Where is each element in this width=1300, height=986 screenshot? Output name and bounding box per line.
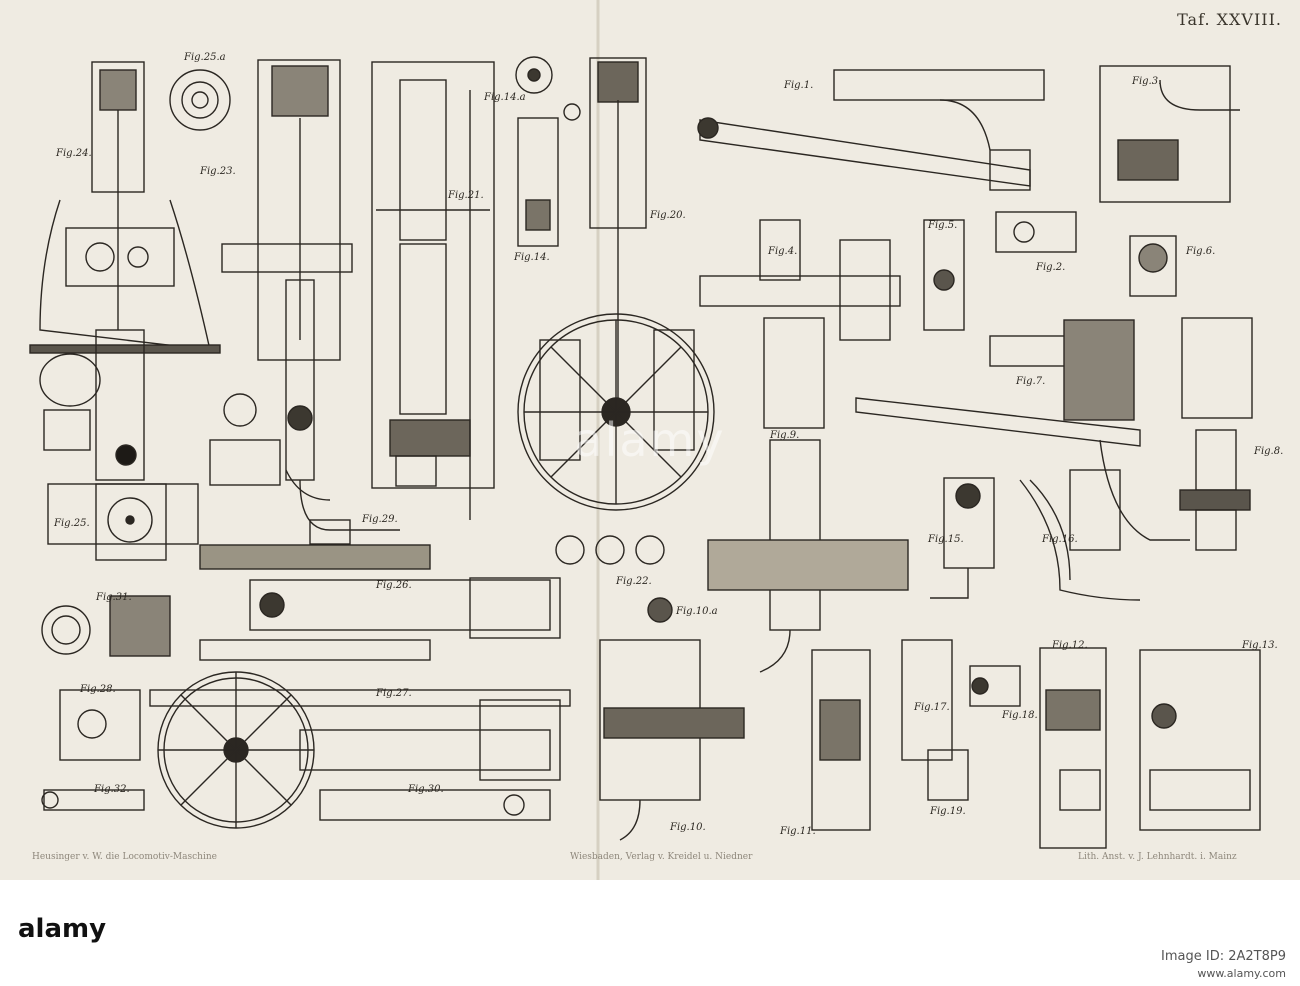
fig-17-label: Fig.17. (914, 702, 950, 713)
plate-number: Taf. XXVIII. (1177, 10, 1282, 29)
fig-1-drawing (697, 69, 1045, 191)
fig-7-label: Fig.7. (1016, 376, 1046, 387)
fig-10a-label: Fig.10.a (676, 606, 718, 617)
fig-9-drawing (707, 317, 909, 673)
fig-8-label: Fig.8. (1254, 446, 1284, 457)
fig-2-label: Fig.2. (1036, 262, 1066, 273)
fig-5-label: Fig.5. (928, 220, 958, 231)
fig-32-drawing (41, 789, 145, 811)
fig-19-label: Fig.19. (930, 806, 966, 817)
fig-23-label: Fig.23. (200, 166, 236, 177)
fig-14-label: Fig.14. (514, 252, 550, 263)
fig-20-drawing (517, 57, 715, 511)
fig-22-drawing (555, 535, 665, 565)
fig-31-drawing (41, 595, 171, 657)
fig-3-label: Fig.3. (1132, 76, 1162, 87)
footer-lithographer: Lith. Anst. v. J. Lehnhardt. i. Mainz (1078, 852, 1237, 862)
fig-27-label: Fig.27. (376, 688, 412, 699)
footer-publisher: Wiesbaden, Verlag v. Kreidel u. Niedner (570, 852, 753, 862)
fig-16-label: Fig.16. (1042, 534, 1078, 545)
fig-26-drawing (199, 544, 561, 661)
fig-29-label: Fig.29. (362, 514, 398, 525)
fig-1-label: Fig.1. (784, 80, 814, 91)
fig-25a-label: Fig.25.a (184, 52, 226, 63)
footer-author: Heusinger v. W. die Locomotiv-Maschine (32, 852, 217, 862)
fig-3-drawing (1099, 65, 1240, 203)
fig-25-drawing (47, 483, 199, 561)
fig-2-drawing (995, 211, 1077, 253)
fig-10-label: Fig.10. (670, 822, 706, 833)
engraved-plate: Taf. XXVIII. Fig.1. Fig.2. Fig.3. Fig.4.… (29, 0, 1284, 880)
fig-28-label: Fig.28. (80, 684, 116, 695)
fig-24-drawing (29, 61, 221, 481)
fig-14a-label: Fig.14.a (484, 92, 526, 103)
fig-15-drawing (930, 477, 995, 599)
fig-14-drawing (515, 56, 581, 247)
fig-4-drawing (699, 219, 901, 341)
fig-24-label: Fig.24. (56, 148, 92, 159)
fig-16-drawing (1019, 469, 1141, 601)
fig-15-label: Fig.15. (928, 534, 964, 545)
stock-footer-strip: alamy Image ID: 2A2T8P9 www.alamy.com (0, 880, 1300, 986)
fig-31-label: Fig.31. (96, 592, 132, 603)
plate-drawings (29, 0, 1261, 880)
fig-21-label: Fig.21. (448, 190, 484, 201)
fig-21-drawing (371, 61, 495, 520)
fig-30-drawing (319, 789, 551, 821)
fig-20-label: Fig.20. (650, 210, 686, 221)
fig-9-label: Fig.9. (770, 430, 800, 441)
fig-29-drawing (299, 479, 400, 545)
fig-25a-drawing (169, 69, 231, 131)
fig-8-drawing (1179, 317, 1253, 551)
fig-12-label: Fig.12. (1052, 640, 1088, 651)
stock-url[interactable]: www.alamy.com (1197, 967, 1286, 980)
fig-17-drawing (901, 639, 953, 761)
fig-26-label: Fig.26. (376, 580, 412, 591)
fig-12-drawing (1039, 647, 1107, 849)
fig-28-drawing (59, 689, 141, 761)
fig-6-label: Fig.6. (1186, 246, 1216, 257)
fig-6-drawing (1129, 235, 1177, 297)
stock-logo: alamy (18, 914, 107, 944)
fig-27-drawing (149, 671, 571, 829)
fig-7-drawing (855, 319, 1190, 541)
fig-11-label: Fig.11. (780, 826, 816, 837)
fig-4-label: Fig.4. (768, 246, 798, 257)
fig-32-label: Fig.32. (94, 784, 130, 795)
image-id: Image ID: 2A2T8P9 (1161, 949, 1286, 964)
fig-23-drawing (209, 59, 353, 501)
fig-13-drawing (1139, 649, 1261, 831)
fig-13-label: Fig.13. (1242, 640, 1278, 651)
fig-18-drawing (969, 665, 1021, 707)
fig-11-drawing (811, 649, 871, 831)
fig-19-drawing (927, 749, 969, 801)
fig-10-drawing (599, 597, 745, 841)
fig-18-label: Fig.18. (1002, 710, 1038, 721)
fig-30-label: Fig.30. (408, 784, 444, 795)
fig-5-drawing (923, 219, 965, 331)
fig-22-label: Fig.22. (616, 576, 652, 587)
fig-25-label: Fig.25. (54, 518, 90, 529)
